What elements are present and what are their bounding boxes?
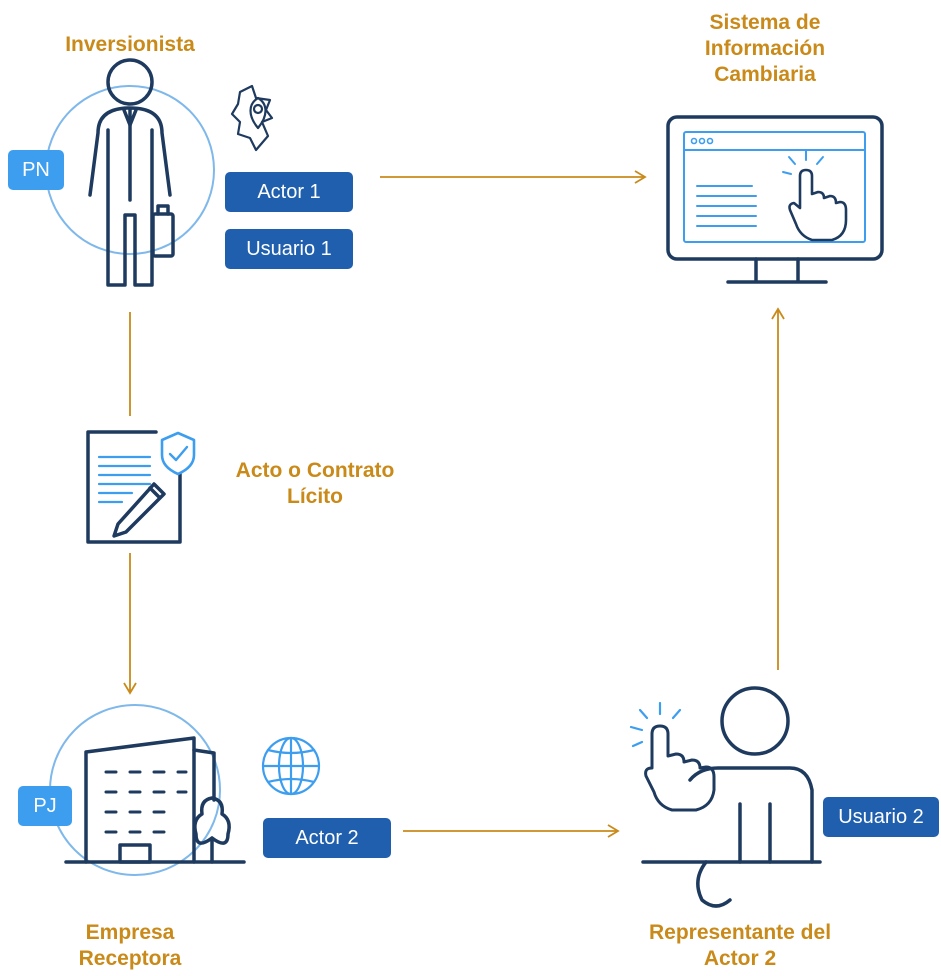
businessman-icon [45, 58, 215, 287]
globe-icon [261, 736, 321, 796]
briefcase [151, 212, 175, 258]
investor-head [106, 58, 154, 106]
badge-usuario2: Usuario 2 [823, 797, 939, 837]
badge-usuario1: Usuario 1 [225, 229, 353, 269]
badge-actor2: Actor 2 [263, 818, 391, 858]
office-building-tree-icon [49, 704, 246, 876]
badge-pn: PN [8, 150, 64, 190]
computer-monitor-click-icon [666, 115, 884, 284]
map-location-pin-icon [230, 84, 274, 152]
label-company: Empresa Receptora [78, 921, 182, 970]
badge-actor1: Actor 1 [225, 172, 353, 212]
label-contract: Acto o Contrato Lícito [235, 459, 395, 508]
label-representative: Representante del Actor 2 [648, 921, 832, 970]
label-system: Sistema de Información Cambiaria [704, 11, 826, 86]
connectors [123, 170, 785, 838]
contract-shield-pen-icon [86, 430, 196, 544]
monitor-click-hand [788, 168, 848, 242]
person-desk-click-icon [629, 686, 822, 908]
investor-tie [122, 108, 138, 127]
pen-icon [112, 482, 166, 538]
label-investor: Inversionista [65, 33, 195, 56]
investor-torso [88, 106, 172, 287]
tree-icon [193, 796, 231, 864]
badge-pj: PJ [18, 786, 72, 826]
representative-click-hand [644, 724, 716, 812]
representative-head [720, 686, 790, 756]
